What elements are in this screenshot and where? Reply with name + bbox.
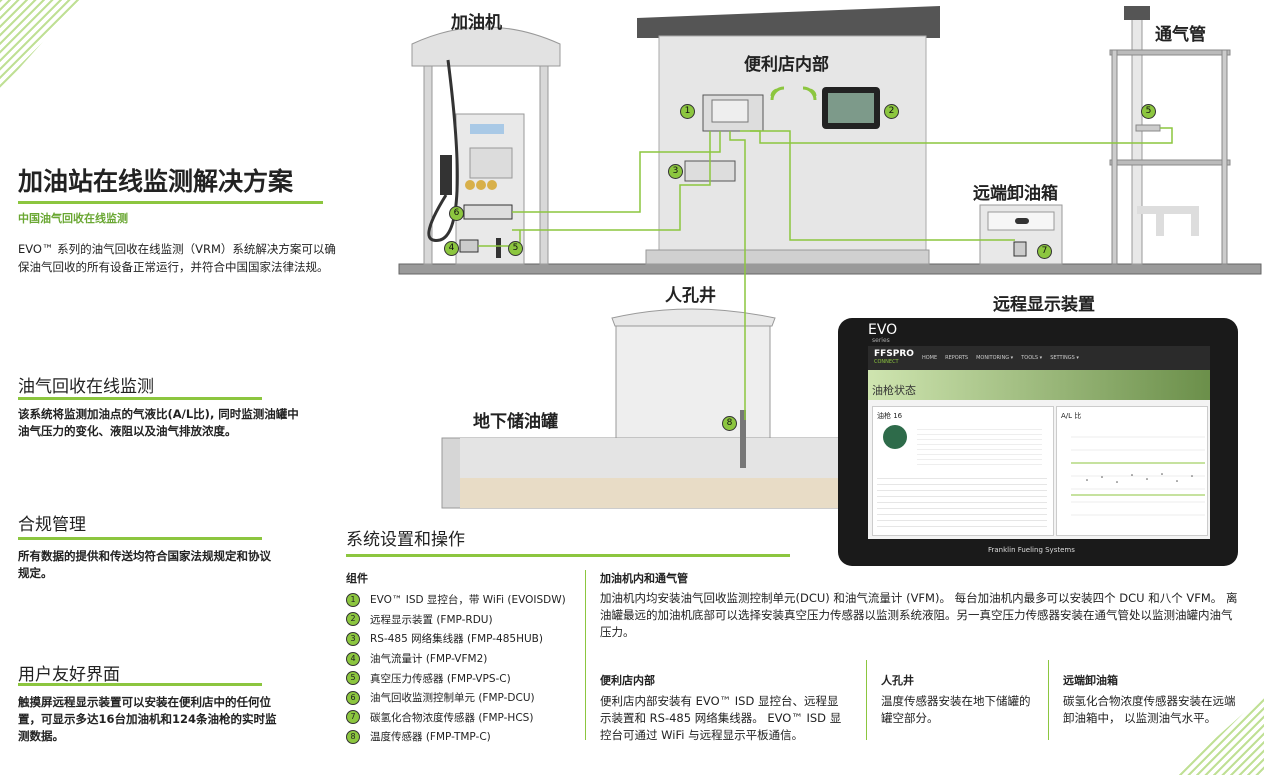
- label-tank: 地下储油罐: [473, 412, 558, 432]
- nav-item[interactable]: MONITORING ▾: [976, 355, 1014, 361]
- section-body: 所有数据的提供和传送均符合国家法规规定和协议规定。: [18, 549, 271, 580]
- panel-title: 油枪 16: [877, 412, 903, 420]
- dispenser-body: 加油机内均安装油气回收监测控制单元(DCU) 和油气流量计 (VFM)。 每台加…: [600, 591, 1238, 639]
- section-title: 合规管理: [18, 515, 86, 535]
- marker-4: 4: [444, 241, 459, 256]
- page-title: 加油站在线监测解决方案: [18, 167, 294, 196]
- store-heading: 便利店内部: [600, 674, 655, 687]
- app-nav: FFSPRO CONNECT HOME REPORTS MONITORING ▾…: [868, 346, 1210, 370]
- dispenser-heading: 加油机内和通气管: [600, 572, 688, 585]
- section-title: 用户友好界面: [18, 665, 120, 685]
- dcu-box: [463, 204, 513, 220]
- chart-title: A/L 比: [1061, 412, 1082, 420]
- page-subtitle: 中国油气回收在线监测: [18, 212, 128, 225]
- section-underline: [18, 683, 262, 686]
- app-sub: CONNECT: [874, 359, 899, 365]
- marker-6: 6: [449, 206, 464, 221]
- store-body: 便利店内部安装有 EVO™ ISD 显控台、远程显示装置和 RS-485 网络集…: [600, 694, 842, 742]
- column-divider: [585, 570, 586, 740]
- ground-slab: [398, 263, 1262, 275]
- store-roof: [637, 6, 940, 38]
- marker-7: 7: [1037, 244, 1052, 259]
- label-manhole: 人孔井: [665, 286, 716, 306]
- manhole-body: 温度传感器安装在地下储罐的罐空部分。: [881, 694, 1031, 725]
- label-vent: 通气管: [1155, 25, 1206, 45]
- nozzle-icon: [883, 425, 907, 449]
- system-underline: [346, 554, 790, 557]
- section-body: 该系统将监测加油点的气液比(A/L比), 同时监测油罐中油气压力的变化、液阻以及…: [18, 407, 299, 438]
- marker-3: 3: [668, 164, 683, 179]
- al-mini-chart: [1071, 436, 1205, 516]
- title-underline: [18, 201, 323, 204]
- dispenser-canopy: [411, 26, 561, 67]
- al-chart-panel: A/L 比: [1056, 406, 1208, 536]
- section-body: 触摸屏远程显示装置可以安装在便利店中的任何位置，可显示多达16台加油机和124条…: [18, 695, 277, 743]
- section-title: 油气回收在线监测: [18, 377, 154, 397]
- intro-text: EVO™ 系列的油气回收在线监测（VRM）系统解决方案可以确保油气回收的所有设备…: [18, 242, 336, 274]
- page-title-bar: 油枪状态: [868, 370, 1210, 400]
- tablet-brand-sub: series: [872, 337, 890, 344]
- marker-5-vent: 5: [1141, 104, 1156, 119]
- label-unloading: 远端卸油箱: [973, 184, 1058, 204]
- store-wall: [658, 35, 927, 265]
- label-remote: 远程显示装置: [993, 295, 1095, 315]
- label-store: 便利店内部: [744, 55, 829, 75]
- marker-8: 8: [722, 416, 737, 431]
- wifi-icon: [802, 86, 817, 101]
- tablet-screen: FFSPRO CONNECT HOME REPORTS MONITORING ▾…: [868, 346, 1210, 539]
- nav-item[interactable]: REPORTS: [945, 355, 969, 361]
- column-divider: [866, 660, 867, 740]
- nav-item[interactable]: HOME: [921, 355, 938, 361]
- wifi-icon: [770, 86, 785, 101]
- system-title: 系统设置和操作: [346, 530, 465, 550]
- marker-2: 2: [884, 104, 899, 119]
- manhole: [615, 325, 771, 439]
- nav-item[interactable]: SETTINGS ▾: [1050, 355, 1079, 361]
- unloading-heading: 远端卸油箱: [1063, 674, 1118, 687]
- nozzle-panel: 油枪 16: [872, 406, 1054, 536]
- tablet-brand: EVO: [868, 322, 898, 338]
- manhole-heading: 人孔井: [881, 674, 914, 687]
- unloading-body: 碳氢化合物浓度传感器安装在远端卸油箱中， 以监测油气水平。: [1063, 694, 1236, 725]
- marker-5: 5: [508, 241, 523, 256]
- label-dispenser: 加油机: [451, 13, 502, 33]
- components-heading: 组件: [346, 572, 368, 585]
- section-underline: [18, 397, 262, 400]
- app-name: FFSPRO: [874, 349, 914, 359]
- column-divider: [1048, 660, 1049, 740]
- nav-item[interactable]: TOOLS ▾: [1021, 355, 1043, 361]
- section-underline: [18, 537, 262, 540]
- marker-1: 1: [680, 104, 695, 119]
- tablet-footer: Franklin Fueling Systems: [988, 546, 1075, 554]
